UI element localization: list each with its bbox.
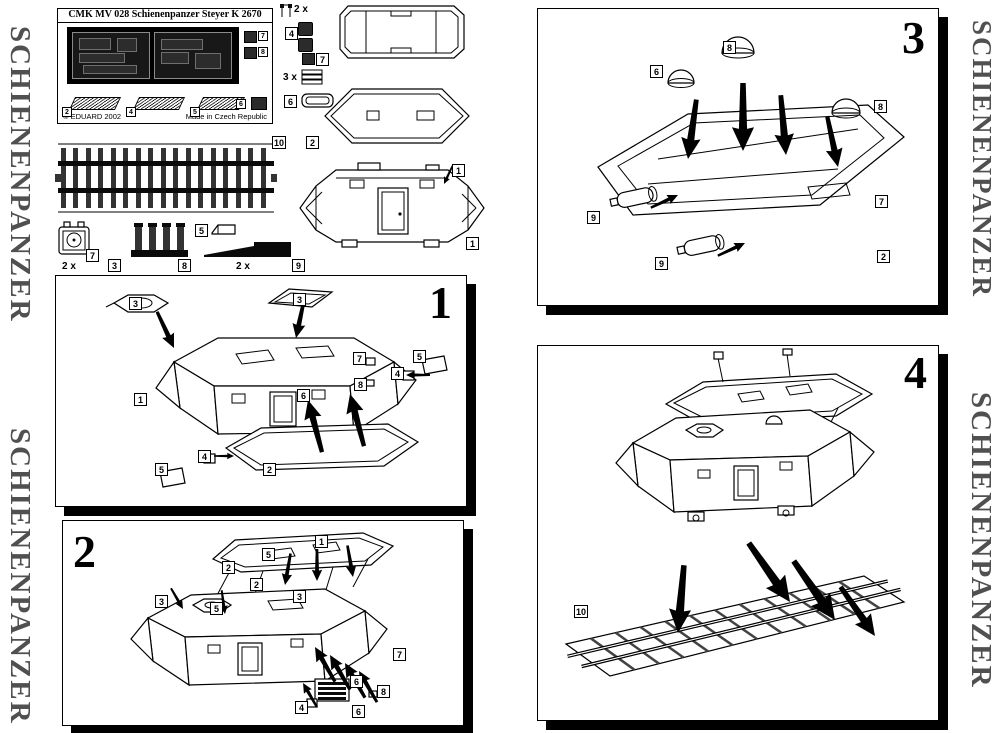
part-badge: 4: [295, 701, 308, 714]
quantity-label: 2 x: [294, 4, 308, 15]
quantity-label: 2 x: [62, 261, 76, 272]
bracket-part-drawing: [211, 224, 236, 235]
step-1-illustration: [105, 288, 448, 488]
part-badge: 5: [210, 602, 223, 615]
step-3-illustration: [597, 36, 905, 257]
banner-right-top: SCHIENENPANZER: [967, 20, 997, 299]
part-badge: 7: [258, 31, 268, 41]
roof-clip-part-7: [302, 53, 315, 65]
part-badge: 5: [190, 107, 200, 117]
step-3-panel: 3: [537, 8, 939, 306]
kit-title: CMK MV 028 Schienenpanzer Steyer K 2670: [58, 9, 272, 23]
part-badge: 8: [377, 685, 390, 698]
part-badge: 5: [155, 463, 168, 476]
part-badge: 10: [272, 136, 287, 149]
part-badge: 8: [258, 47, 268, 57]
exhaust-wedge-drawing: [204, 242, 291, 257]
part-badge: 9: [587, 211, 600, 224]
quantity-label: 3 x: [283, 72, 297, 83]
part-badge: 3: [293, 293, 306, 306]
copyright-text: © EDUARD 2002: [63, 112, 122, 121]
stacked-plates-drawing: [301, 69, 323, 85]
part-badge: 7: [353, 352, 366, 365]
part-badge: 3: [129, 297, 142, 310]
part-badge: 10: [574, 605, 589, 618]
part-badge: 7: [393, 648, 406, 661]
title-block: CMK MV 028 Schienenpanzer Steyer K 2670 …: [57, 8, 273, 124]
part-badge: 4: [198, 450, 211, 463]
step-1-number: 1: [429, 277, 452, 328]
floor-part-drawing: [324, 88, 470, 144]
part-badge: 6: [350, 675, 363, 688]
part-badge: 8: [874, 100, 887, 113]
made-in-text: Made in Czech Republic: [185, 112, 267, 121]
step-1-panel: 1: [55, 275, 467, 507]
step-3-number: 3: [902, 12, 925, 63]
part-badge: 7: [875, 195, 888, 208]
part-badge: 6: [284, 95, 297, 108]
part-badge: 3: [155, 595, 168, 608]
part-badge: 2: [250, 578, 263, 591]
body-side-drawing: [299, 162, 485, 248]
quantity-label: 2 x: [236, 261, 250, 272]
clip-part-4a: [298, 22, 313, 36]
part-badge: 1: [466, 237, 479, 250]
part-badge: 6: [650, 65, 663, 78]
step-4-panel: 4: [537, 345, 939, 721]
part-badge: 4: [391, 367, 404, 380]
comb-part-drawing: [131, 223, 188, 257]
part-badge: 5: [262, 548, 275, 561]
title-block-footer: © EDUARD 2002 Made in Czech Republic: [63, 112, 267, 121]
step-4-number: 4: [904, 347, 927, 398]
fret-panel-right: [154, 32, 232, 79]
photoetch-fret-image: [67, 27, 239, 84]
part-badge: 9: [292, 259, 305, 272]
part-badge: 6: [236, 99, 246, 109]
part-badge: 3: [108, 259, 121, 272]
part-badge: 8: [723, 41, 736, 54]
step-2-number: 2: [73, 526, 96, 577]
part-badge: 6: [352, 705, 365, 718]
vent-part-drawing: [301, 93, 334, 108]
part-badge: 9: [655, 257, 668, 270]
etched-part-6: [251, 97, 267, 110]
part-badge: 7: [316, 53, 329, 66]
etched-strip-4: [132, 97, 186, 110]
banner-left-bottom: SCHIENENPANZER: [4, 428, 36, 725]
part-badge: 1: [452, 164, 465, 177]
part-badge: 2: [263, 463, 276, 476]
part-badge: 4: [285, 27, 298, 40]
part-badge: 6: [297, 389, 310, 402]
fret-part-7: [244, 31, 257, 43]
part-badge: 2: [222, 561, 235, 574]
part-badge: 8: [354, 378, 367, 391]
step-4-illustration: [564, 348, 906, 677]
fret-part-8: [244, 47, 257, 59]
part-badge: 1: [315, 535, 328, 548]
part-badge: 4: [126, 107, 136, 117]
track-sprue-drawing: [55, 143, 277, 213]
part-badge: 2: [62, 107, 72, 117]
clip-part-4b: [298, 38, 313, 52]
step-2-illustration: [130, 532, 395, 708]
part-badge: 2: [306, 136, 319, 149]
banner-right-bottom: SCHIENENPANZER: [965, 392, 997, 689]
part-badge: 3: [293, 590, 306, 603]
clip-part-drawing: [280, 4, 292, 17]
part-badge: 5: [195, 224, 208, 237]
part-badge: 5: [413, 350, 426, 363]
banner-left-top: SCHIENENPANZER: [4, 26, 36, 323]
part-badge: 7: [86, 249, 99, 262]
etched-strip-2: [68, 97, 122, 110]
part-badge: 2: [877, 250, 890, 263]
part-badge: 1: [134, 393, 147, 406]
fret-panel-left: [72, 32, 150, 79]
part-badge: 8: [178, 259, 191, 272]
periscope-part-drawing: [58, 221, 90, 255]
step-2-panel: 2: [62, 520, 464, 726]
roof-part-drawing: [339, 5, 465, 59]
